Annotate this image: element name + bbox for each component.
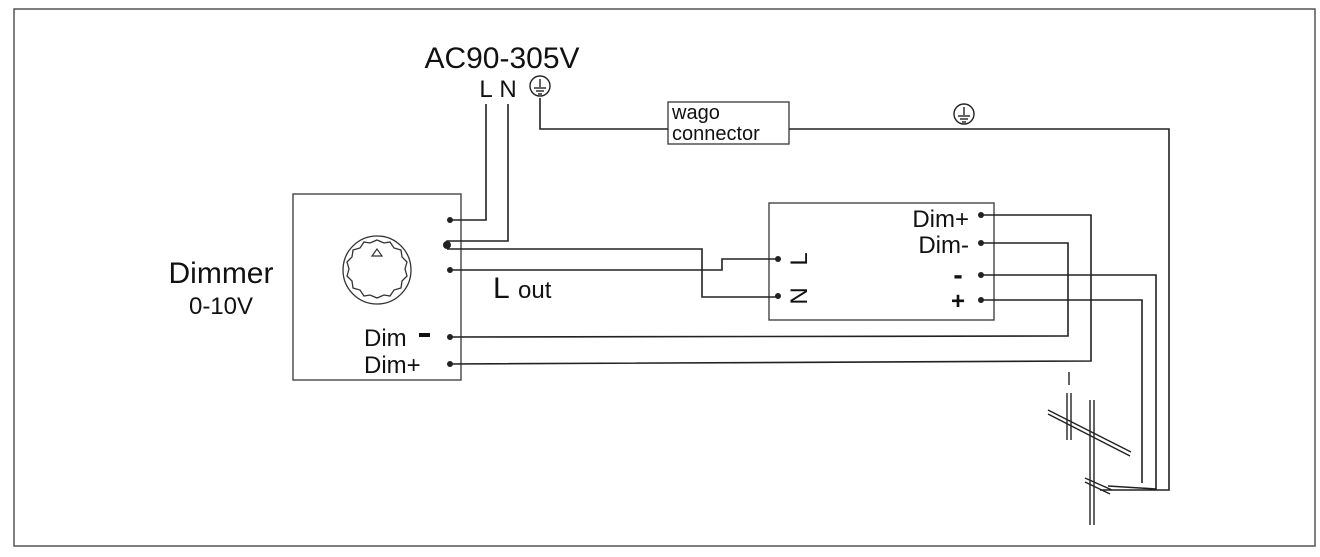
led-fixture-icon [1047, 372, 1132, 525]
dimmer-range: 0-10V [189, 293, 253, 320]
dimmer-lout-suffix: out [518, 277, 552, 304]
wire-supply-n [446, 104, 509, 245]
driver-out-plus-label: + [951, 288, 965, 315]
driver-terminal-n [775, 293, 781, 299]
supply-voltage-label: AC90-305V [424, 42, 579, 75]
wire-ground-to-wago [539, 98, 668, 130]
supply-neutral-label: N [499, 76, 516, 103]
wire-dim-minus [449, 242, 1069, 338]
wire-neutral-driver [447, 248, 778, 298]
driver-out-minus-label: - [953, 259, 962, 290]
dimmer-lout-label: L [493, 272, 510, 305]
dimmer-knob-icon [342, 235, 412, 305]
driver-dim-minus-label: Dim- [918, 232, 969, 259]
wago-label-line1: wago [671, 102, 720, 124]
driver-n-label: N [786, 287, 813, 304]
wire-supply-l [450, 104, 487, 221]
wire-out-minus [981, 274, 1157, 490]
supply-ground-icon [529, 75, 551, 97]
dimmer-box [292, 193, 462, 381]
dimmer-dim-minus-sign [419, 333, 430, 337]
dimmer-title: Dimmer [169, 257, 274, 290]
wire-ground-to-fixture [789, 128, 1170, 491]
wago-label-line2: connector [672, 123, 760, 145]
dimmer-dim-minus-label: Dim [364, 325, 407, 352]
wire-lout-driver [450, 258, 778, 271]
wires [446, 98, 1170, 491]
diagram-frame [13, 8, 1316, 547]
driver-box [768, 202, 995, 321]
wago-connector-box [667, 101, 790, 145]
wire-dim-plus [449, 214, 1092, 365]
earth-ground-icon [953, 103, 975, 125]
driver-dim-plus-label: Dim+ [912, 206, 969, 233]
supply-line-label: L [479, 76, 492, 103]
wire-out-plus [981, 299, 1143, 483]
driver-l-label: L [786, 252, 813, 265]
dimmer-dim-plus-label: Dim+ [364, 352, 421, 379]
